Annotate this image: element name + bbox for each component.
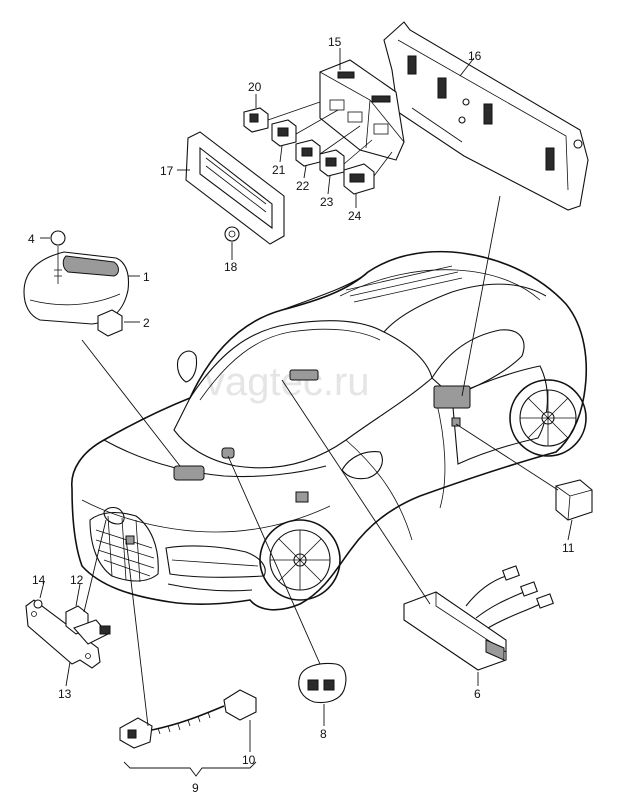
- label-part-15: 15: [328, 35, 342, 49]
- label-part-20: 20: [248, 80, 262, 94]
- module-6: [403, 565, 554, 671]
- mount-location-hood: [173, 465, 205, 481]
- label-part-22: 22: [296, 179, 310, 193]
- relay-23: [319, 149, 345, 177]
- relay-24: [343, 163, 375, 195]
- label-part-24: 24: [348, 209, 362, 223]
- mount-location-side: [433, 385, 471, 409]
- label-part-14: 14: [32, 573, 46, 587]
- control-unit-1: [23, 251, 130, 325]
- relay-frame-17: [185, 131, 285, 245]
- relay-20: [243, 107, 269, 133]
- mount-location-roof: [289, 369, 319, 381]
- mount-location-dash: [221, 447, 235, 459]
- sensor-12: [65, 605, 111, 645]
- screw-4: [50, 230, 66, 284]
- label-part-1: 1: [143, 270, 150, 284]
- label-part-23: 23: [320, 195, 334, 209]
- label-part-4: 4: [28, 232, 35, 246]
- label-part-12: 12: [70, 573, 84, 587]
- screw-14: [33, 599, 43, 609]
- label-part-6: 6: [474, 687, 481, 701]
- bracket-13: [25, 599, 101, 669]
- switch-8: [298, 662, 347, 704]
- label-part-8: 8: [320, 727, 327, 741]
- label-part-11: 11: [562, 541, 575, 555]
- label-part-21: 21: [272, 163, 286, 177]
- relay-box-15: [319, 59, 405, 161]
- connector-2: [97, 309, 123, 337]
- harness-9: [119, 689, 257, 749]
- mount-locations: [125, 369, 471, 545]
- mount-location-door: [451, 417, 461, 427]
- label-part-9: 9: [192, 781, 199, 795]
- label-part-2: 2: [143, 316, 150, 330]
- label-part-13: 13: [58, 687, 72, 701]
- label-part-17: 17: [160, 164, 174, 178]
- relay-22: [295, 139, 321, 167]
- watermark: vagtec.ru: [205, 360, 370, 404]
- label-part-10: 10: [242, 753, 256, 767]
- mount-location-mirror: [295, 491, 309, 503]
- relay-bracket-16: [383, 21, 589, 211]
- part-labels: 1 2 4 6 8 9 10 11 12 13 14 15 16 17 18 2…: [28, 35, 575, 795]
- nut-18: [224, 226, 240, 242]
- label-part-16: 16: [468, 49, 482, 63]
- leader-lines: [39, 48, 573, 777]
- relay-21: [271, 119, 297, 147]
- switch-11: [555, 479, 593, 521]
- label-part-18: 18: [224, 260, 238, 274]
- mount-location-grille: [125, 535, 135, 545]
- car-body: [71, 250, 587, 611]
